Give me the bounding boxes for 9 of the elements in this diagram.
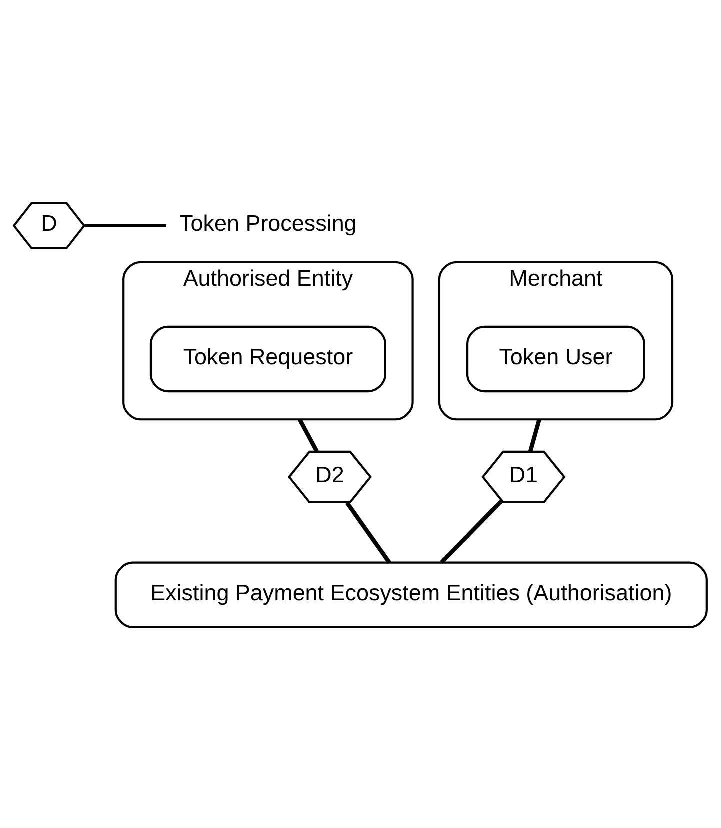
connector — [346, 502, 392, 564]
legend-label: Token Processing — [180, 211, 357, 236]
connector — [298, 418, 319, 453]
node-box: Token User — [466, 326, 646, 393]
node-box: Token Requestor — [150, 326, 386, 393]
connector — [440, 500, 503, 564]
node-box: Existing Payment Ecosystem Entities (Authorisation) — [114, 562, 708, 628]
label: D — [41, 211, 58, 236]
connector — [528, 419, 542, 452]
